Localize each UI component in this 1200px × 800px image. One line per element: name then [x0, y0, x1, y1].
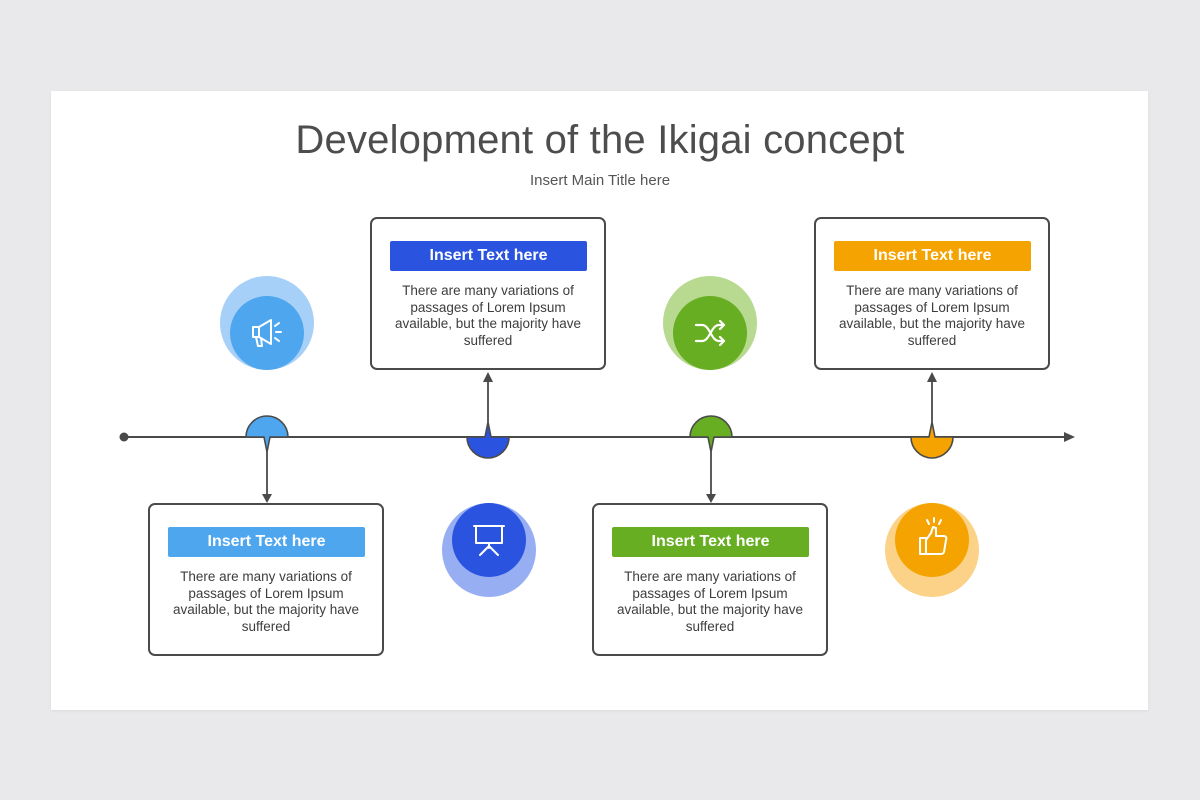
page-subtitle: Insert Main Title here	[529, 172, 671, 189]
page-title: Development of the Ikigai concept	[295, 118, 905, 162]
step-3-icon-badge	[663, 276, 757, 370]
step-4-heading: Insert Text here	[834, 241, 1031, 271]
step-2-arrowhead	[483, 372, 493, 382]
step-4-icon-badge	[885, 503, 979, 597]
thumbs-up-icon	[919, 517, 948, 555]
step-4-arrowhead	[927, 372, 937, 382]
step-4-card: Insert Text here There are many variatio…	[814, 217, 1050, 370]
shuffle-icon	[694, 319, 726, 347]
timeline-arrowhead	[1064, 432, 1075, 442]
step-1-heading: Insert Text here	[168, 527, 365, 557]
step-2-heading: Insert Text here	[390, 241, 587, 271]
step-1-arrowhead	[262, 494, 272, 503]
step-2-marker	[466, 421, 510, 459]
step-4-marker	[910, 421, 954, 459]
step-1-marker	[245, 415, 289, 453]
step-3-arrowhead	[706, 494, 716, 503]
step-2-text: There are many variations of passages of…	[394, 283, 582, 348]
timeline-start-dot	[119, 432, 129, 442]
step-1-card: Insert Text here There are many variatio…	[148, 503, 384, 656]
step-1-icon-badge	[220, 276, 314, 370]
step-2-icon-badge	[442, 503, 536, 597]
step-3-heading: Insert Text here	[612, 527, 809, 557]
step-3-card: Insert Text here There are many variatio…	[592, 503, 828, 656]
step-1-text: There are many variations of passages of…	[172, 569, 360, 634]
presentation-board-icon	[473, 525, 505, 556]
step-2-card: Insert Text here There are many variatio…	[370, 217, 606, 370]
step-3-text: There are many variations of passages of…	[616, 569, 804, 634]
step-3-marker	[689, 415, 733, 453]
megaphone-icon	[252, 319, 282, 347]
step-4-text: There are many variations of passages of…	[838, 283, 1026, 348]
